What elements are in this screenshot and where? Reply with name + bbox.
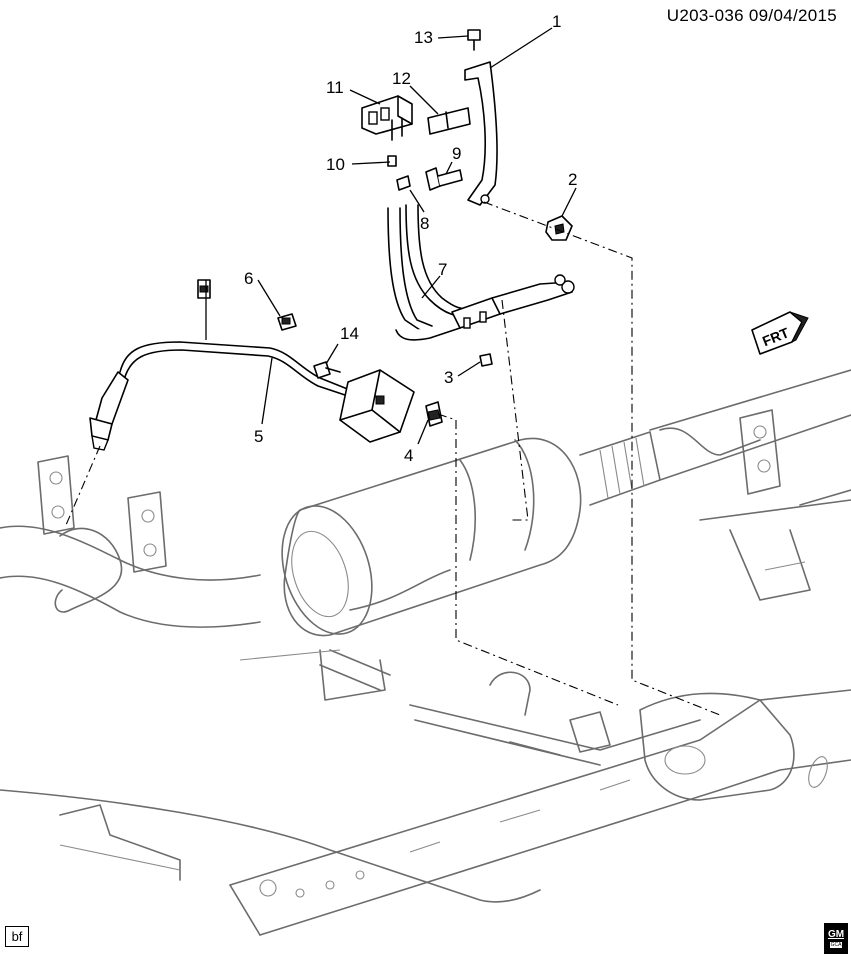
callout-3: 3 [444, 368, 453, 387]
callout-6: 6 [244, 269, 253, 288]
callout-14: 14 [340, 324, 359, 343]
callout-13: 13 [414, 28, 433, 47]
part-9-bolt [425, 167, 463, 191]
callout-2: 2 [568, 170, 577, 189]
callout-9: 9 [452, 144, 461, 163]
diagram-code: U203-036 09/04/2015 [667, 6, 837, 26]
part-6-plug [197, 279, 297, 331]
part-4-control-module [339, 369, 443, 443]
part-14-bolt [313, 361, 341, 379]
gm-logo-text: GM [827, 928, 845, 940]
leader-lines [205, 27, 577, 445]
diagram-id: U203-036 [666, 6, 744, 25]
vehicle-underbody-ghost [0, 369, 851, 936]
callout-11: 11 [326, 78, 344, 97]
part-12-connector-bracket [427, 107, 471, 135]
part-13-bolt [467, 29, 481, 51]
callout-labels: 1 2 3 4 5 6 7 8 9 10 11 12 13 14 [244, 12, 577, 465]
callout-5: 5 [254, 427, 263, 446]
gm-logo-icon: GM GCA [824, 923, 848, 954]
part-11-connector [361, 95, 413, 141]
front-arrow-icon: FRT [751, 311, 809, 355]
part-1-bracket [464, 61, 498, 206]
part-8-grommet [396, 175, 411, 191]
part-5-sensor-harness [89, 341, 351, 451]
callout-10: 10 [326, 155, 345, 174]
part-7-hose-assembly [387, 204, 575, 341]
callout-12: 12 [392, 69, 411, 88]
diagram-date: 09/04/2015 [748, 6, 837, 25]
assembly-lines [65, 201, 721, 716]
part-3-nut [479, 353, 493, 367]
part-10-clip [387, 155, 397, 167]
callout-4: 4 [404, 446, 413, 465]
bf-tag: bf [5, 926, 29, 947]
callout-1: 1 [552, 12, 561, 31]
gm-logo-subtext: GCA [829, 941, 843, 948]
callout-7: 7 [438, 260, 447, 279]
callout-8: 8 [420, 214, 429, 233]
part-2-nut [545, 215, 573, 241]
